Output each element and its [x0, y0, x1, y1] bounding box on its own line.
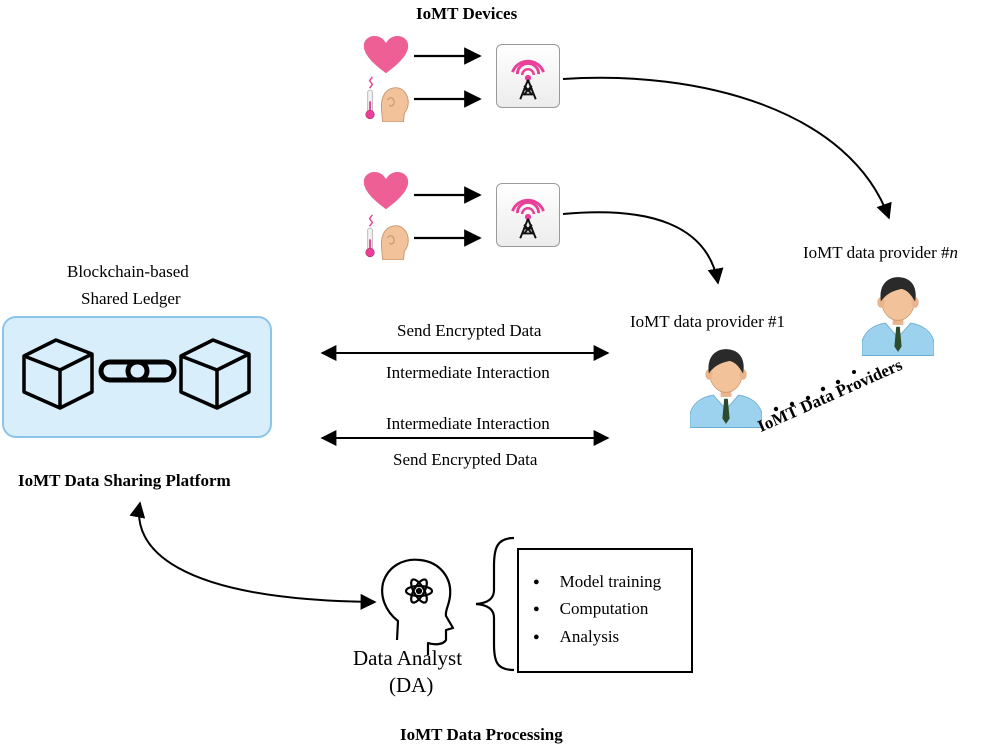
iomt-devices-title: IoMT Devices	[416, 4, 518, 23]
bottom-intermediate-label: Intermediate Interaction	[386, 414, 550, 433]
brace	[475, 536, 515, 672]
analyst-label-line2: (DA)	[389, 673, 434, 697]
processing-label: IoMT Data Processing	[400, 725, 563, 744]
task-item: Computation	[533, 599, 649, 619]
bottom-send-label: Send Encrypted Data	[393, 450, 538, 469]
heart-icon	[363, 36, 409, 74]
provider-1-label: IoMT data provider #1	[630, 312, 786, 331]
provider-n-label: IoMT data provider #n	[803, 243, 959, 262]
chain-link-icon	[98, 359, 177, 383]
processing-tasks-box: Model training Computation Analysis	[517, 548, 693, 673]
block-icon	[179, 338, 251, 410]
thermometer-icon	[365, 214, 375, 258]
platform-label: IoMT Data Sharing Platform	[18, 471, 231, 490]
top-intermediate-label: Intermediate Interaction	[386, 363, 550, 382]
person-icon	[690, 348, 762, 428]
antenna-icon	[496, 183, 560, 247]
ledger-label-line1: Blockchain-based	[67, 262, 189, 281]
brain-atom-icon	[381, 558, 455, 655]
thermometer-icon	[365, 76, 375, 120]
head-icon	[380, 87, 409, 122]
heart-icon	[363, 172, 409, 210]
tower-to-provider-1-arrow	[562, 211, 724, 285]
provider-ellipsis	[773, 370, 856, 412]
task-item: Analysis	[533, 627, 620, 647]
analyst-label-line1: Data Analyst	[353, 646, 463, 670]
block-icon	[22, 338, 94, 410]
top-send-label: Send Encrypted Data	[397, 321, 542, 340]
person-icon	[862, 276, 934, 356]
antenna-icon	[496, 44, 560, 108]
task-item: Model training	[533, 572, 662, 592]
tower-to-provider-n-arrow	[562, 76, 892, 220]
head-icon	[380, 225, 409, 260]
ledger-label-line2: Shared Ledger	[81, 289, 181, 308]
platform-analyst-arrow	[129, 501, 377, 610]
